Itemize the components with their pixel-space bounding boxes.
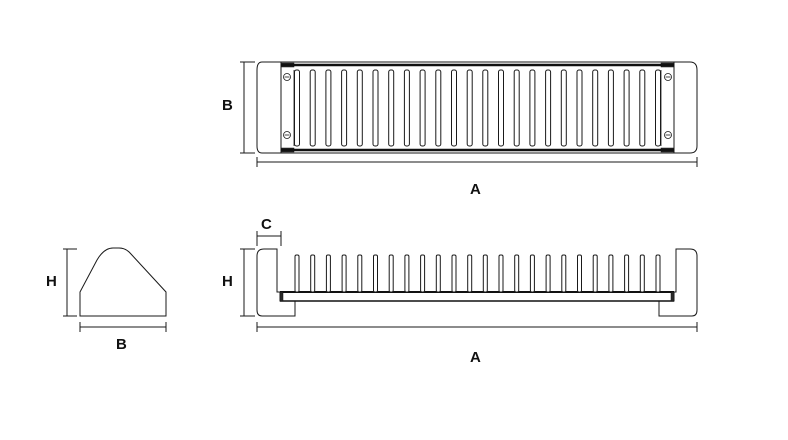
side-tine: [498, 254, 504, 293]
dimension-a-top: A: [256, 157, 698, 198]
dim-label-h-end: H: [46, 273, 57, 290]
side-tine: [592, 254, 598, 293]
top-slot: [435, 69, 442, 147]
side-view-tines: [294, 254, 661, 293]
side-tine: [294, 254, 300, 293]
side-tine: [482, 254, 488, 293]
dim-label-b-end: B: [116, 336, 127, 353]
screw-icon: [664, 131, 672, 139]
side-right-block: [658, 248, 698, 317]
top-slot: [372, 69, 379, 147]
side-tine: [404, 254, 410, 293]
top-slot: [341, 69, 348, 147]
top-slot: [623, 69, 630, 147]
dimension-h-side: H: [222, 248, 255, 317]
top-slot: [655, 69, 661, 147]
dim-label-a-top: A: [470, 181, 481, 198]
side-tine: [624, 254, 630, 293]
top-slot: [639, 69, 646, 147]
side-tine: [325, 254, 331, 293]
top-view: B A: [222, 61, 698, 198]
top-slot: [592, 69, 599, 147]
side-tine: [545, 254, 551, 293]
dimension-c: C: [256, 216, 282, 246]
side-tine: [310, 254, 316, 293]
top-slot: [545, 69, 552, 147]
end-view: H B: [46, 247, 167, 353]
side-tine: [608, 254, 614, 293]
side-tine: [655, 254, 661, 293]
dimension-h-end: H: [46, 248, 77, 317]
screw-icon: [283, 73, 291, 81]
dimension-b-end: B: [79, 322, 167, 353]
screw-icon: [283, 131, 291, 139]
top-slot: [576, 69, 583, 147]
side-tine: [514, 254, 520, 293]
dimension-b-top: B: [222, 61, 255, 154]
side-base-rail: [279, 291, 675, 302]
side-left-block: [256, 248, 296, 317]
side-tine: [435, 254, 441, 293]
side-tine: [373, 254, 378, 293]
top-slot: [419, 69, 426, 147]
top-slot: [451, 69, 457, 147]
dim-label-b-top: B: [222, 97, 233, 114]
top-slot: [388, 69, 395, 147]
top-slot: [498, 69, 504, 147]
side-tine: [467, 254, 473, 293]
top-view-slots: [294, 69, 661, 147]
top-slot: [482, 69, 489, 147]
dim-label-a-side: A: [470, 349, 481, 366]
side-tine: [639, 254, 645, 293]
top-slot: [513, 69, 520, 147]
side-tine: [529, 254, 535, 293]
side-tine: [561, 254, 567, 293]
top-slot: [466, 69, 473, 147]
top-slot: [294, 69, 300, 147]
side-view: C H A: [222, 216, 698, 366]
side-tine: [357, 254, 363, 293]
top-slot: [403, 69, 410, 147]
dim-label-h-side: H: [222, 273, 233, 290]
screw-icon: [664, 73, 672, 81]
dimension-a-side: A: [256, 322, 698, 366]
side-tine: [451, 254, 457, 293]
top-slot: [356, 69, 363, 147]
top-view-outline: [256, 61, 698, 154]
end-view-profile: [79, 247, 167, 317]
top-slot: [325, 69, 332, 147]
top-slot: [309, 69, 316, 147]
side-tine: [420, 254, 426, 293]
side-tine: [388, 254, 394, 293]
top-slot: [560, 69, 567, 147]
dim-label-c: C: [261, 216, 272, 233]
top-slot: [529, 69, 536, 147]
side-tine: [577, 254, 582, 293]
side-tine: [341, 254, 347, 293]
top-slot: [607, 69, 614, 147]
